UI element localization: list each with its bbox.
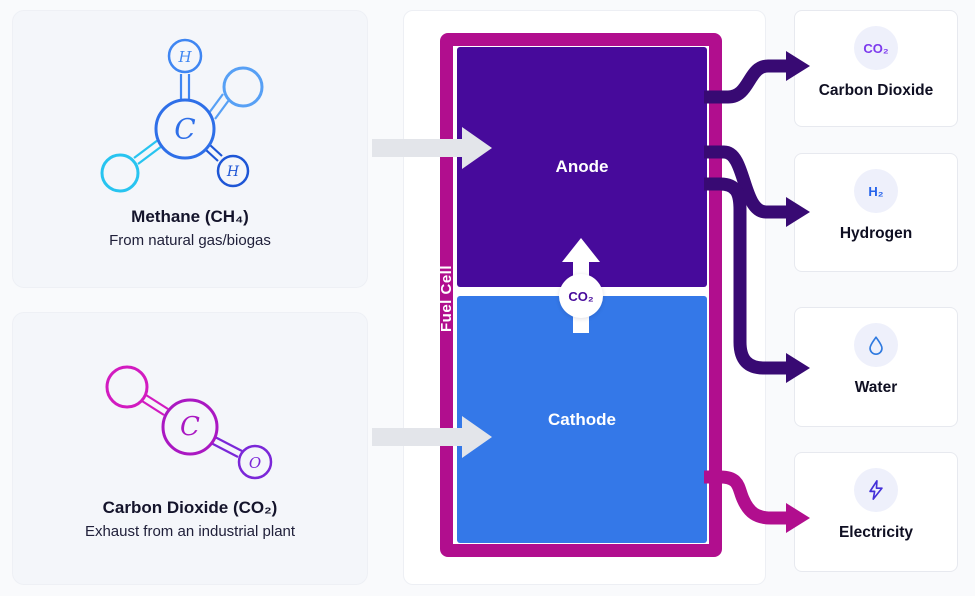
co2-molecule-icon: C O	[105, 365, 273, 480]
oxygen-atom	[237, 444, 273, 480]
atom-label-h: H	[177, 48, 192, 66]
input-card-carbon-dioxide: C O Carbon Dioxide (CO₂) Exhaust from an…	[12, 312, 368, 585]
h2-badge-circle: H₂	[854, 169, 898, 213]
methane-title: Methane (CH₄)	[131, 207, 249, 226]
atom-label-c: C	[180, 412, 200, 442]
hydrogen-atom	[216, 154, 250, 188]
h2-badge-icon: H₂	[868, 183, 884, 199]
co2-bubble-label: CO₂	[568, 288, 594, 304]
fuel-cell-label: Fuel Cell	[438, 264, 455, 332]
hydrogen-atom	[100, 153, 140, 193]
cathode-label: Cathode	[548, 409, 616, 429]
co2-badge-circle: CO₂	[854, 26, 898, 70]
water-drop-icon	[869, 336, 883, 355]
cathode-box: Cathode	[457, 296, 707, 543]
output-card-hydrogen: H₂ Hydrogen	[794, 153, 958, 272]
output-card-electricity: Electricity	[794, 452, 958, 572]
co2-input-title: Carbon Dioxide (CO₂)	[102, 498, 278, 517]
atom-label-c: C	[174, 113, 195, 146]
methane-subtitle: From natural gas/biogas	[109, 232, 271, 249]
output-card-carbon-dioxide: CO₂ Carbon Dioxide	[794, 10, 958, 127]
electricity-badge-circle	[854, 468, 898, 512]
atom-label-o: O	[249, 454, 261, 472]
electricity-bolt-icon	[869, 480, 883, 500]
output-label-hydrogen: Hydrogen	[839, 225, 913, 242]
hydrogen-atom	[222, 66, 264, 108]
methane-molecule-icon: C H H	[100, 38, 264, 193]
output-card-water: Water	[794, 307, 958, 427]
output-label-water: Water	[854, 379, 898, 396]
hydrogen-atom	[167, 38, 203, 74]
anode-label: Anode	[555, 157, 609, 176]
anode-box: Anode	[457, 47, 707, 287]
input-card-methane: C H H Methane (CH₄) From natural gas/bio…	[12, 10, 368, 288]
co2-input-subtitle: Exhaust from an industrial plant	[84, 523, 296, 540]
atom-label-h: H	[226, 164, 240, 180]
water-badge-circle	[854, 323, 898, 367]
co2-badge-icon: CO₂	[863, 40, 889, 56]
co2-bubble: CO₂	[559, 274, 603, 318]
carbon-atom	[154, 98, 216, 160]
output-label-electricity: Electricity	[838, 524, 914, 541]
output-label-carbon-dioxide: Carbon Dioxide	[818, 82, 934, 99]
carbon-atom	[161, 398, 219, 456]
oxygen-atom	[105, 365, 149, 409]
